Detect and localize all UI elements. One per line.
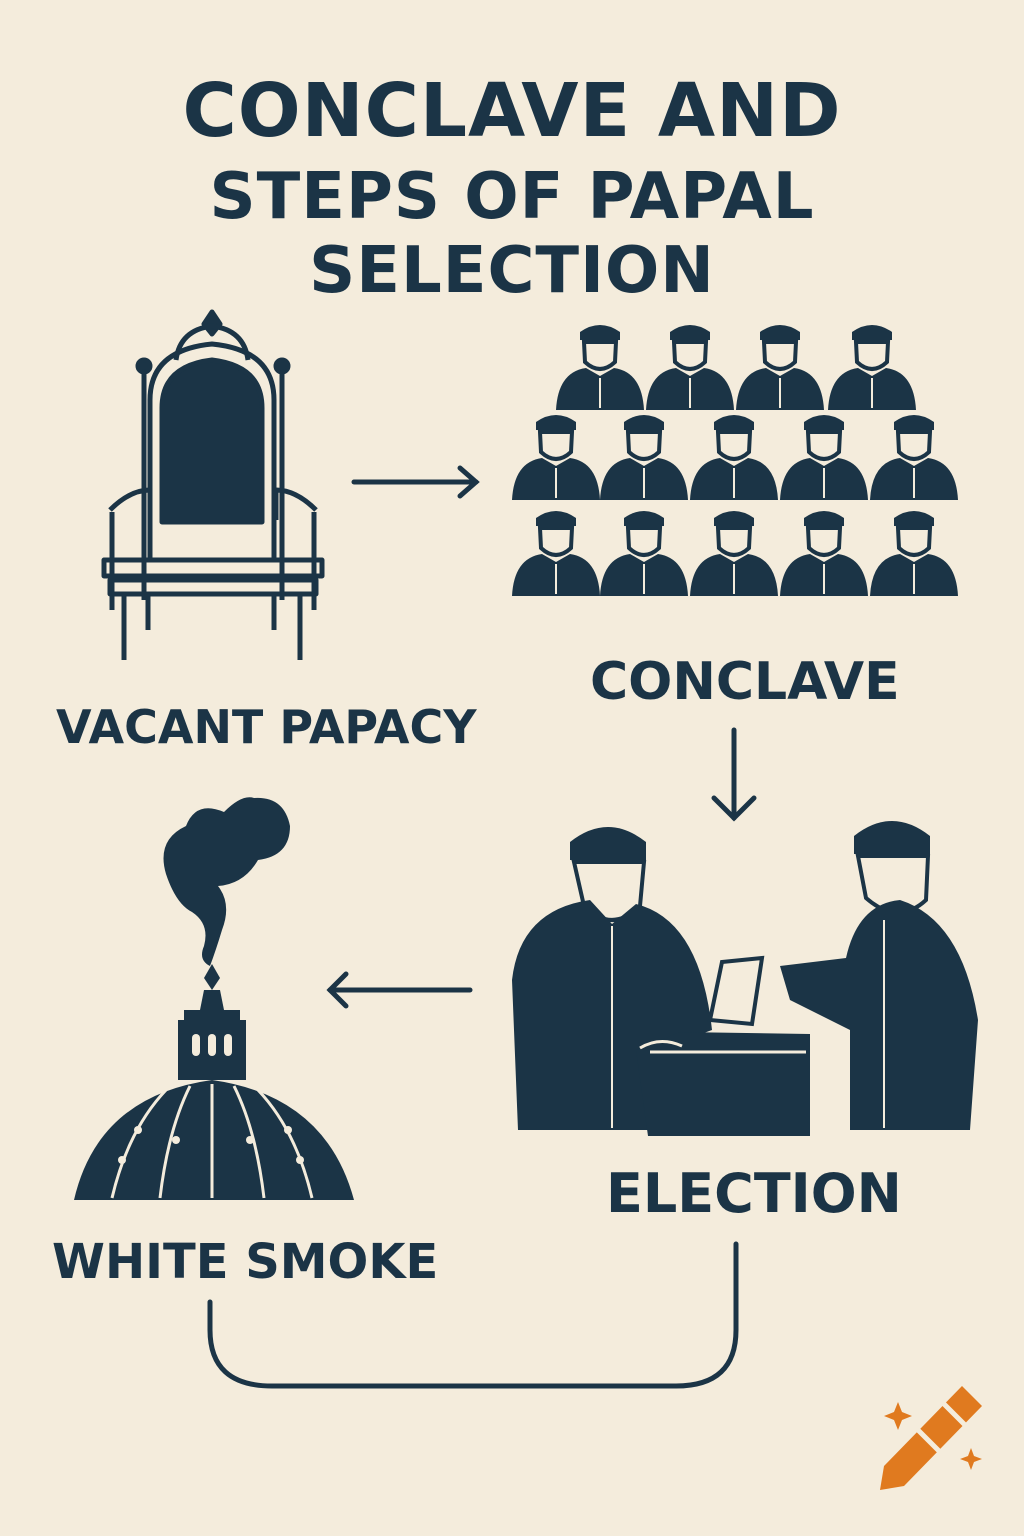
step-label-white-smoke: WHITE SMOKE [52,1234,439,1290]
title-line-2: STEPS OF PAPAL SELECTION [209,160,815,308]
crayon-logo-icon [880,1386,982,1490]
arrow-down-icon [711,727,757,822]
dome-smoke-icon [74,797,354,1200]
arrow-right-icon [351,465,480,499]
connector-line [207,1241,739,1389]
papal-throne-icon [101,309,325,660]
title-line-1: CONCLAVE AND [182,68,842,154]
step-label-election: ELECTION [606,1162,902,1225]
step-label-conclave: CONCLAVE [590,652,900,712]
step-label-vacant-papacy: VACANT PAPACY [56,700,477,754]
arrow-left-icon [326,971,473,1009]
cardinals-group-icon [510,323,960,598]
ballot-casting-icon [512,821,978,1136]
